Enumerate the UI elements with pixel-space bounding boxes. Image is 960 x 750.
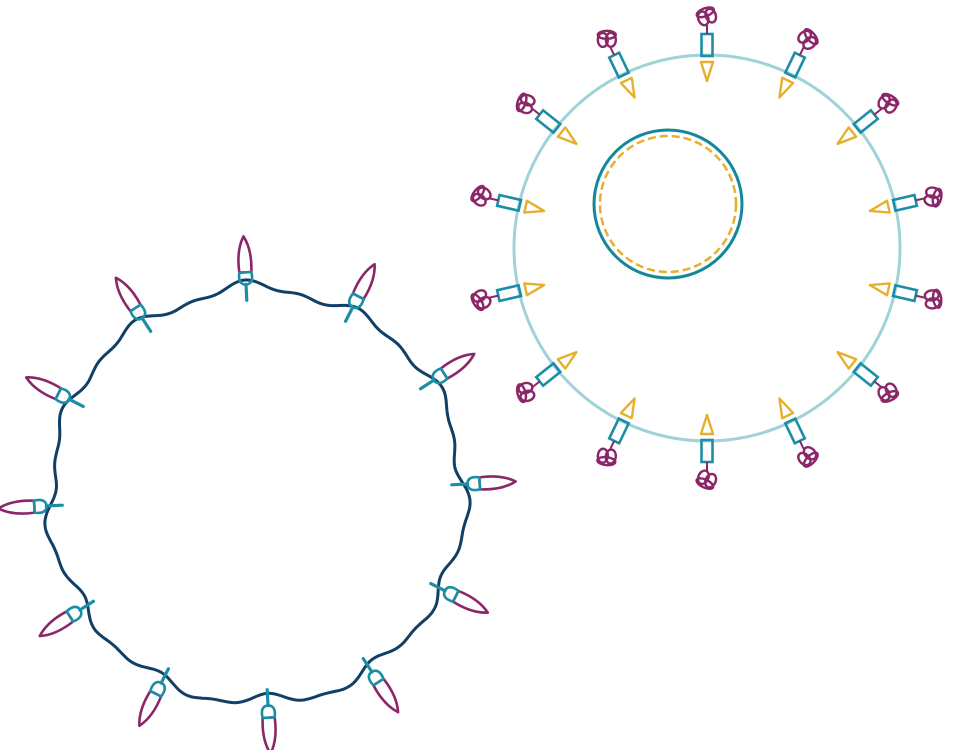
teardrop-spike-icon bbox=[429, 581, 490, 614]
teardrop-spike-icon bbox=[38, 599, 96, 638]
rectangle-triangle-knot-spike-icon bbox=[778, 397, 819, 468]
teardrop-spike-icon bbox=[361, 656, 400, 714]
teardrop-spike-icon bbox=[260, 688, 277, 750]
rectangle-triangle-knot-spike-icon bbox=[470, 282, 546, 312]
teardrop-spike-icon bbox=[24, 376, 85, 409]
left-spike-group bbox=[0, 235, 517, 750]
rectangle-triangle-knot-spike-icon bbox=[515, 350, 578, 404]
left-wavy-membrane bbox=[43, 278, 472, 705]
rectangle-triangle-knot-spike-icon bbox=[470, 184, 546, 214]
rectangle-triangle-knot-spike-icon bbox=[515, 92, 578, 146]
rectangle-triangle-knot-spike-icon bbox=[778, 28, 819, 99]
teardrop-spike-icon bbox=[343, 262, 376, 323]
left-wavy-ring-structure bbox=[0, 235, 517, 750]
rectangle-triangle-knot-spike-icon bbox=[695, 6, 718, 83]
teardrop-spike-icon bbox=[138, 667, 171, 728]
right-concentric-structure bbox=[470, 6, 943, 490]
teardrop-spike-icon bbox=[450, 475, 517, 492]
rectangle-triangle-knot-spike-icon bbox=[596, 29, 636, 99]
teardrop-spike-icon bbox=[418, 352, 476, 391]
right-outer-membrane bbox=[512, 53, 902, 443]
teardrop-spike-icon bbox=[0, 498, 64, 515]
rectangle-triangle-knot-spike-icon bbox=[596, 397, 636, 467]
rectangle-triangle-knot-spike-icon bbox=[836, 350, 900, 404]
teardrop-spike-icon bbox=[114, 276, 153, 334]
right-inner-dashed-ring bbox=[598, 134, 738, 274]
rectangle-triangle-knot-spike-icon bbox=[868, 186, 943, 214]
rectangle-triangle-knot-spike-icon bbox=[695, 413, 718, 490]
rectangle-triangle-knot-spike-icon bbox=[868, 282, 943, 310]
teardrop-spike-icon bbox=[237, 235, 254, 302]
rectangle-triangle-knot-spike-icon bbox=[836, 92, 900, 146]
right-inner-membrane bbox=[592, 128, 744, 280]
right-spike-group bbox=[470, 6, 943, 490]
